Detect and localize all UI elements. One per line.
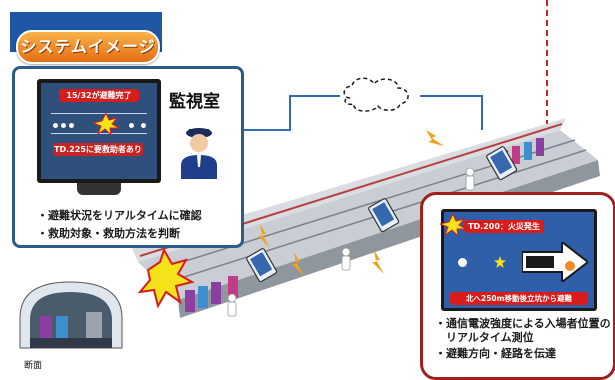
signal-bolt-icon [292, 252, 304, 276]
screen-dot [53, 123, 58, 128]
device-bullet: リアルタイム測位 [435, 331, 534, 344]
signal-bolt-icon [426, 130, 444, 146]
system-image-title: システムイメージ [16, 30, 160, 64]
star-icon [494, 256, 506, 268]
monitor-room-panel: 15/32が避難完了 TD.225に要救助者あり 監視室 ・避難状況をリアルタイ… [12, 66, 244, 248]
monitor-bullet: ・避難状況をリアルタイムに確認 [37, 209, 202, 222]
monitor-stand [77, 183, 121, 195]
network-cloud-icon [343, 77, 409, 112]
screen-dot [69, 123, 74, 128]
fire-alert-badge: TD.200：火災発生 [464, 220, 544, 233]
signal-bolt-icon [258, 224, 270, 248]
route-instruction-badge: 北へ250m移動後立坑から避難 [450, 292, 588, 305]
evacuation-status-badge: 15/32が避難完了 [59, 89, 139, 102]
device-screen: TD.200：火災発生 北へ250m移動後立坑から避難 [440, 209, 597, 311]
tablet-icon [368, 198, 400, 233]
worker-icon [227, 167, 475, 317]
direction-arrow-icon [522, 242, 588, 282]
device-bullet: ・避難方向・経路を伝達 [435, 347, 556, 360]
position-dot [458, 258, 467, 267]
tablet-icon [486, 146, 518, 181]
monitor-screen: 15/32が避難完了 TD.225に要救助者あり [37, 79, 161, 183]
network-line-right [420, 95, 483, 130]
monitor-room-label: 監視室 [169, 92, 220, 112]
rescue-alert-badge: TD.225に要救助者あり [53, 143, 143, 156]
alert-burst-icon [93, 113, 119, 135]
monitor-bullet: ・救助対象・救助方法を判断 [37, 227, 180, 240]
cross-section-drawing [19, 281, 123, 349]
screen-dot [61, 123, 66, 128]
operator-icon [181, 128, 217, 179]
network-line-left [238, 95, 340, 131]
signal-bolt-icon [372, 250, 384, 274]
screen-divider [51, 113, 147, 114]
fire-burst-icon [137, 247, 195, 309]
tablet-icon [246, 248, 278, 283]
device-bullet: ・通信電波強度による入場者位置の [435, 317, 611, 330]
alert-burst-icon [440, 214, 466, 236]
screen-dot [141, 123, 146, 128]
screen-dot [129, 123, 134, 128]
field-device-panel: TD.200：火災発生 北へ250m移動後立坑から避難 ・通信電波強度による入場… [420, 192, 615, 380]
cross-section-label: 断面 [24, 361, 43, 371]
